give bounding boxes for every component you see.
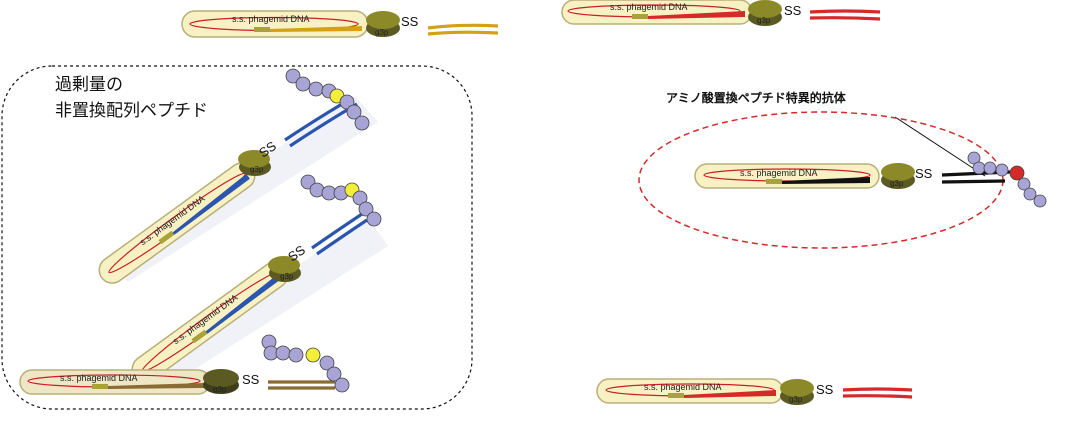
- bead-chain: [285, 68, 370, 131]
- g3p-coat: [881, 163, 915, 181]
- disulfide-label: SS: [784, 3, 802, 18]
- phage-bottom-left: s.s. phagemid DNA g3p SS: [19, 334, 350, 395]
- peptide-bead: [319, 355, 335, 371]
- phage-tilted-2: s.s. phagemid DNA g3p SS: [131, 174, 388, 385]
- peptide-bead: [972, 161, 986, 175]
- insert-segment: [632, 14, 648, 19]
- binding-shadow: [150, 218, 388, 385]
- peptide-bead: [1023, 187, 1037, 201]
- insert-segment: [766, 179, 782, 184]
- g3p-coat: [203, 369, 239, 387]
- peptide-bead: [285, 68, 301, 84]
- g3p-coat: [780, 379, 814, 397]
- phage-bottom-right: s.s. phagemid DNA g3p SS: [596, 378, 913, 405]
- g3p-coat: [238, 150, 270, 168]
- phage-top-left: s.s. phagemid DNA g3p SS: [181, 10, 499, 38]
- peptide-bead-substituted: [1009, 165, 1025, 181]
- g3p-label: g3p: [250, 165, 264, 174]
- peptide-bead: [308, 81, 324, 97]
- g3p-label: g3p: [789, 395, 803, 404]
- excess-label-line1: 過剰量の: [55, 75, 123, 95]
- bead-chain: [261, 334, 350, 393]
- g3p-coat: [366, 11, 400, 29]
- peptide-strand: [941, 179, 1006, 184]
- insert-segment: [205, 272, 283, 334]
- phagemid-label: s.s. phagemid DNA: [232, 14, 310, 24]
- insert-segment: [158, 230, 175, 245]
- g3p-label: g3p: [213, 385, 227, 394]
- peptide-bead: [295, 76, 311, 92]
- peptide-strand: [809, 9, 881, 14]
- g3p-coat: [268, 256, 300, 274]
- g3p-label: g3p: [375, 28, 389, 37]
- peptide-bead: [358, 201, 374, 217]
- peptide-bead: [354, 115, 370, 131]
- peptide-strand: [427, 30, 499, 36]
- peptide-strand: [842, 387, 913, 392]
- peptide-strand: [809, 16, 881, 21]
- peptide-bead: [288, 347, 304, 363]
- peptide-bead: [346, 104, 362, 120]
- peptide-bead: [1033, 194, 1047, 208]
- peptide-bead: [983, 161, 997, 175]
- insert-segment: [108, 383, 204, 389]
- phagemid-label: s.s. phagemid DNA: [60, 373, 138, 383]
- insert-segment: [270, 26, 362, 32]
- phagemid-label: s.s. phagemid DNA: [644, 382, 722, 392]
- disulfide-label: SS: [401, 14, 419, 29]
- g3p-label: g3p: [280, 272, 294, 281]
- peptide-strand: [842, 394, 913, 399]
- disulfide-label: SS: [816, 382, 834, 397]
- insert-segment: [648, 11, 745, 19]
- peptide-bead: [1017, 177, 1031, 191]
- phage-antibody-bound: s.s. phagemid DNA g3p SS: [694, 151, 1047, 208]
- disulfide-label: SS: [915, 166, 933, 181]
- peptide-bead: [967, 151, 981, 165]
- peptide-bead: [334, 377, 350, 393]
- peptide-bead: [275, 345, 291, 361]
- insert-segment: [254, 27, 270, 32]
- disulfide-label: SS: [242, 372, 260, 387]
- peptide-bead: [995, 163, 1009, 177]
- g3p-label: g3p: [890, 179, 904, 188]
- insert-segment: [782, 177, 870, 184]
- excess-peptide-group-box: [1, 65, 473, 410]
- phagemid-label: s.s. phagemid DNA: [740, 168, 818, 178]
- peptide-strand: [311, 212, 363, 250]
- insert-segment: [668, 393, 684, 398]
- peptide-bead-highlight: [305, 347, 321, 363]
- antibody-label: アミノ酸置換ペプチド特異的抗体: [666, 90, 847, 105]
- peptide-strand: [316, 218, 368, 256]
- g3p-label: g3p: [757, 16, 771, 25]
- bead-chain: [967, 151, 1047, 208]
- phagemid-label: s.s. phagemid DNA: [610, 2, 688, 12]
- insert-segment: [684, 390, 776, 398]
- antibody-pointer: [894, 116, 986, 177]
- phage-top-right: s.s. phagemid DNA g3p SS: [561, 0, 881, 26]
- bead-chain: [300, 174, 382, 227]
- g3p-coat: [748, 0, 782, 18]
- insert-segment: [92, 384, 108, 389]
- insert-segment: [191, 329, 208, 344]
- peptide-bead: [366, 211, 382, 227]
- insert-segment: [172, 173, 250, 235]
- peptide-bead: [326, 366, 342, 382]
- excess-label-line2: 非置換配列ペプチド: [55, 101, 208, 121]
- peptide-strand: [427, 23, 499, 30]
